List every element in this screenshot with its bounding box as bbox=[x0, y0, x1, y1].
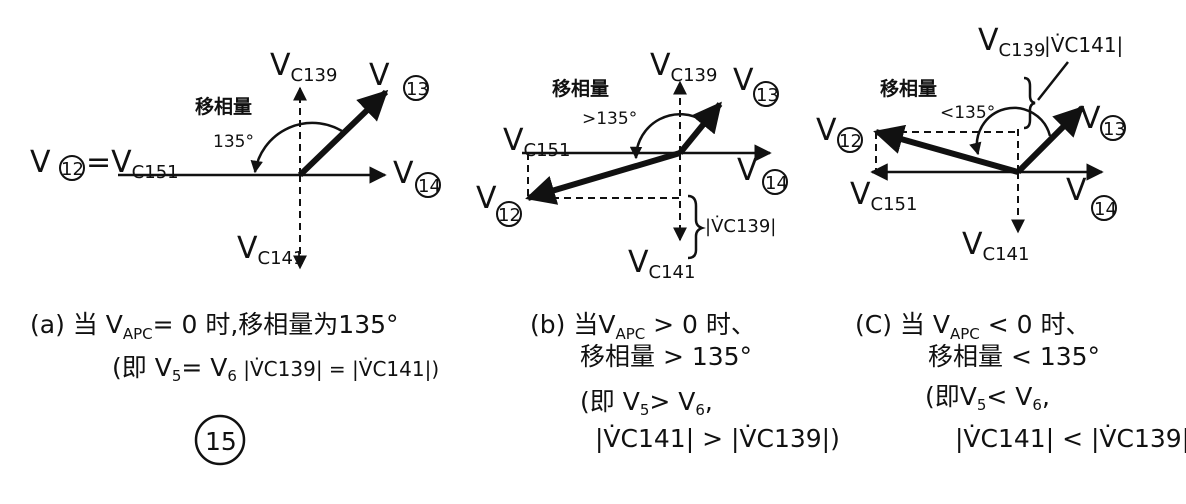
label-v14: V bbox=[1066, 173, 1087, 208]
vector-v13 bbox=[297, 89, 389, 178]
pointer-line bbox=[1037, 61, 1069, 101]
magnitude-brace bbox=[687, 194, 706, 260]
label-vc139: VC139 bbox=[978, 23, 1045, 61]
vector-v13 bbox=[677, 101, 723, 155]
label-phase: 移相量 bbox=[552, 77, 609, 100]
label-vc151: VC151 bbox=[503, 123, 570, 161]
vector-v13 bbox=[1015, 105, 1085, 175]
label-vc141: VC141 bbox=[628, 245, 695, 283]
label-v12-sub: 12 bbox=[498, 205, 521, 226]
label-v13: V bbox=[733, 63, 754, 98]
caption-b-line2: 移相量 > 135° bbox=[580, 342, 752, 371]
angle-arc bbox=[629, 112, 706, 160]
label-v13-sub: 13 bbox=[756, 85, 779, 106]
vector-v12 bbox=[873, 124, 1019, 175]
label-mag: |V̇C139| bbox=[705, 216, 776, 237]
caption-b-line3: (即 V5> V6, bbox=[580, 387, 713, 419]
label-vc141: VC141 bbox=[962, 227, 1029, 265]
vector-v12 bbox=[525, 150, 681, 205]
caption-c-line3: (即V5< V6, bbox=[925, 382, 1050, 414]
caption-b-line1: (b) 当VAPC > 0 时、 bbox=[530, 310, 756, 343]
label-vc151: =VC151 bbox=[86, 145, 179, 183]
label-v12: V bbox=[30, 145, 51, 180]
label-angle: <135° bbox=[940, 103, 995, 123]
label-v12: V bbox=[816, 113, 837, 148]
figure-number-circle bbox=[194, 414, 246, 466]
label-v12: V bbox=[476, 181, 497, 216]
caption-c-line1: (C) 当 VAPC < 0 时、 bbox=[855, 310, 1090, 343]
caption-a-line2: (即 V5= V6 |V̇C139| = |V̇C141|) bbox=[112, 353, 439, 385]
label-vc151: VC151 bbox=[850, 177, 917, 215]
label-vc141: VC141 bbox=[237, 231, 304, 269]
caption-c: (C) 当 VAPC < 0 时、 移相量 < 135° (即V5< V6, |… bbox=[855, 310, 1186, 453]
label-v14: V bbox=[737, 153, 758, 188]
label-v13-sub: 13 bbox=[1103, 119, 1126, 140]
label-v14-sub: 14 bbox=[1094, 199, 1117, 220]
label-v12-sub: 12 bbox=[61, 159, 84, 180]
label-angle: >135° bbox=[582, 109, 637, 129]
diagram-c: VC139 |V̇C141| 移相量 <135° V 12 V 13 VC151… bbox=[816, 23, 1126, 265]
label-v14: V bbox=[393, 156, 414, 191]
label-vc139: VC139 bbox=[650, 48, 717, 86]
label-v14-sub: 14 bbox=[418, 176, 441, 197]
label-phase: 移相量 bbox=[195, 95, 252, 118]
magnitude-brace bbox=[1023, 76, 1036, 130]
caption-b-line4: |V̇C141| > |V̇C139|) bbox=[595, 424, 840, 453]
caption-c-line2: 移相量 < 135° bbox=[928, 342, 1100, 371]
caption-a: (a) 当 VAPC= 0 时,移相量为135° (即 V5= V6 |V̇C1… bbox=[30, 310, 439, 466]
label-v14-sub: 14 bbox=[765, 173, 788, 194]
figure-number: 15 bbox=[205, 427, 237, 456]
label-mag: |V̇C141| bbox=[1044, 33, 1123, 57]
angle-arc bbox=[969, 106, 1052, 156]
label-v12-sub: 12 bbox=[839, 131, 862, 152]
label-v13: V bbox=[369, 58, 390, 93]
label-angle: 135° bbox=[213, 132, 254, 152]
label-v13: V bbox=[1080, 101, 1101, 136]
diagram-a: VC139 移相量 135° V 13 V 12 =VC151 V 14 VC1… bbox=[30, 48, 441, 270]
caption-c-line4: |V̇C141| < |V̇C139|) bbox=[955, 424, 1186, 453]
caption-b: (b) 当VAPC > 0 时、 移相量 > 135° (即 V5> V6, |… bbox=[530, 310, 840, 453]
label-vc139: VC139 bbox=[270, 48, 337, 86]
label-phase: 移相量 bbox=[880, 77, 937, 100]
angle-arc bbox=[250, 121, 346, 174]
label-v13-sub: 13 bbox=[406, 79, 429, 100]
diagram-b: VC139 移相量 >135° V 13 VC151 V 14 V 12 |V̇… bbox=[476, 48, 788, 283]
caption-a-line1: (a) 当 VAPC= 0 时,移相量为135° bbox=[30, 310, 399, 343]
